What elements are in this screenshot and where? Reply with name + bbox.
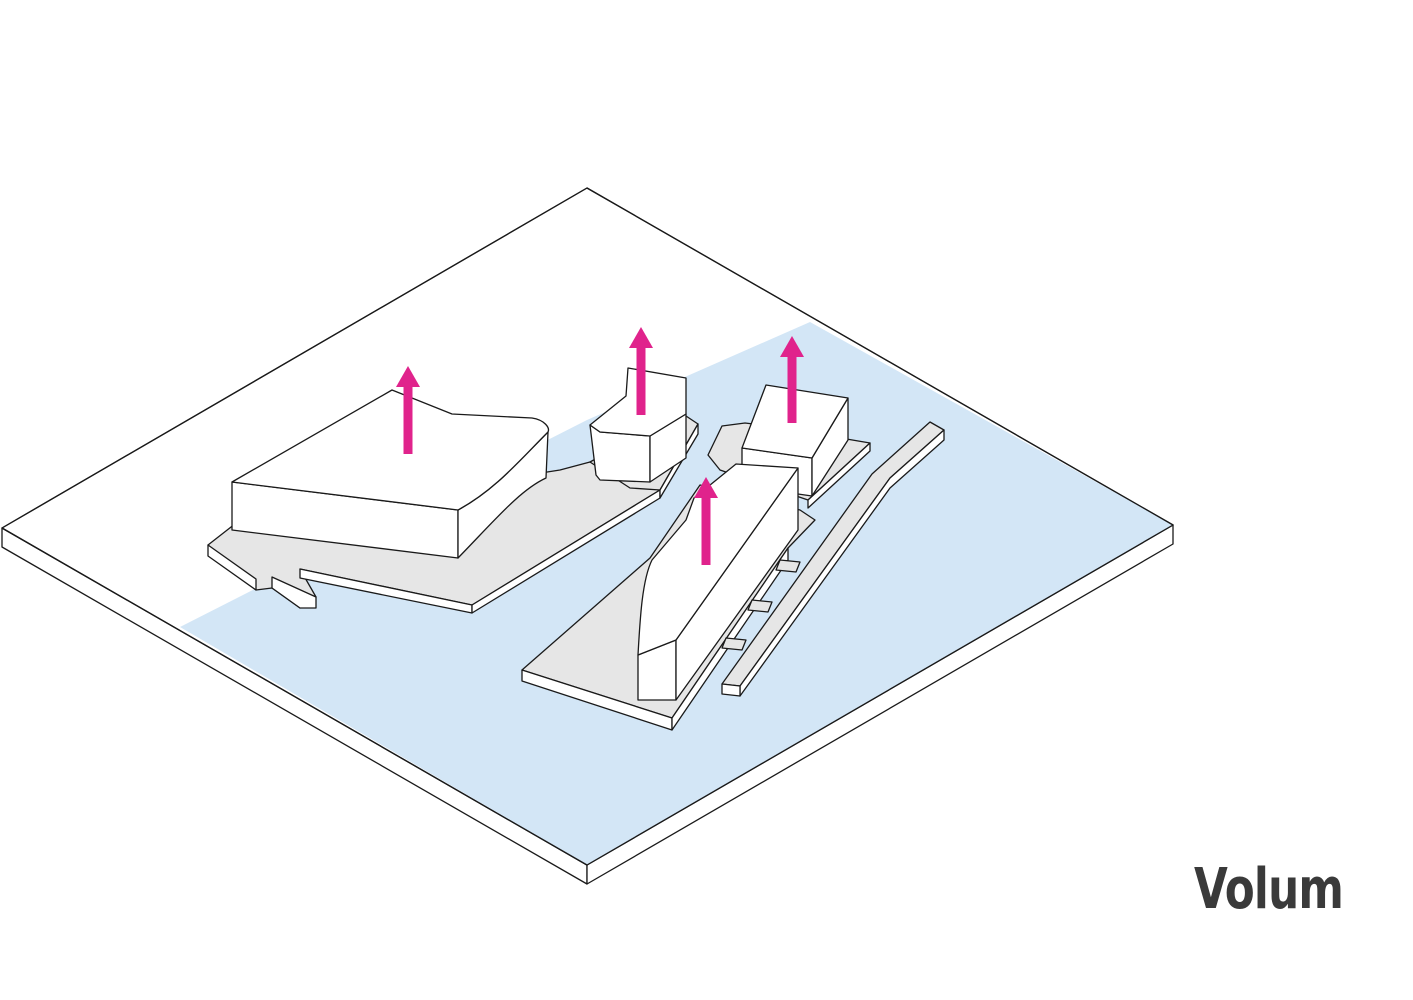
up-arrow-head — [396, 366, 420, 387]
arrow-large-building — [396, 366, 420, 454]
ladder-pier — [721, 421, 945, 697]
building-long — [637, 463, 799, 701]
up-arrow-head — [629, 327, 653, 348]
up-arrow-head — [780, 336, 804, 357]
base-slab-outline — [1, 187, 1174, 866]
left-quay-front-side — [207, 544, 257, 591]
building-large-roof — [231, 389, 550, 511]
ladder-rung-2 — [747, 599, 773, 613]
ladder-end-side — [721, 683, 741, 697]
building-long-roof — [637, 463, 799, 656]
arrow-long-building — [694, 477, 718, 565]
right-quay-side — [807, 442, 871, 509]
arrow-small-building — [629, 327, 653, 415]
arrow-right-upper-building — [780, 336, 804, 423]
diagram-title: Volum — [1193, 857, 1344, 922]
up-arrow-head — [694, 477, 718, 498]
building-large — [231, 389, 550, 559]
ladder-rung-3 — [721, 637, 747, 651]
left-quay-pier-side — [271, 576, 317, 609]
ladder-rung-1 — [775, 559, 801, 573]
